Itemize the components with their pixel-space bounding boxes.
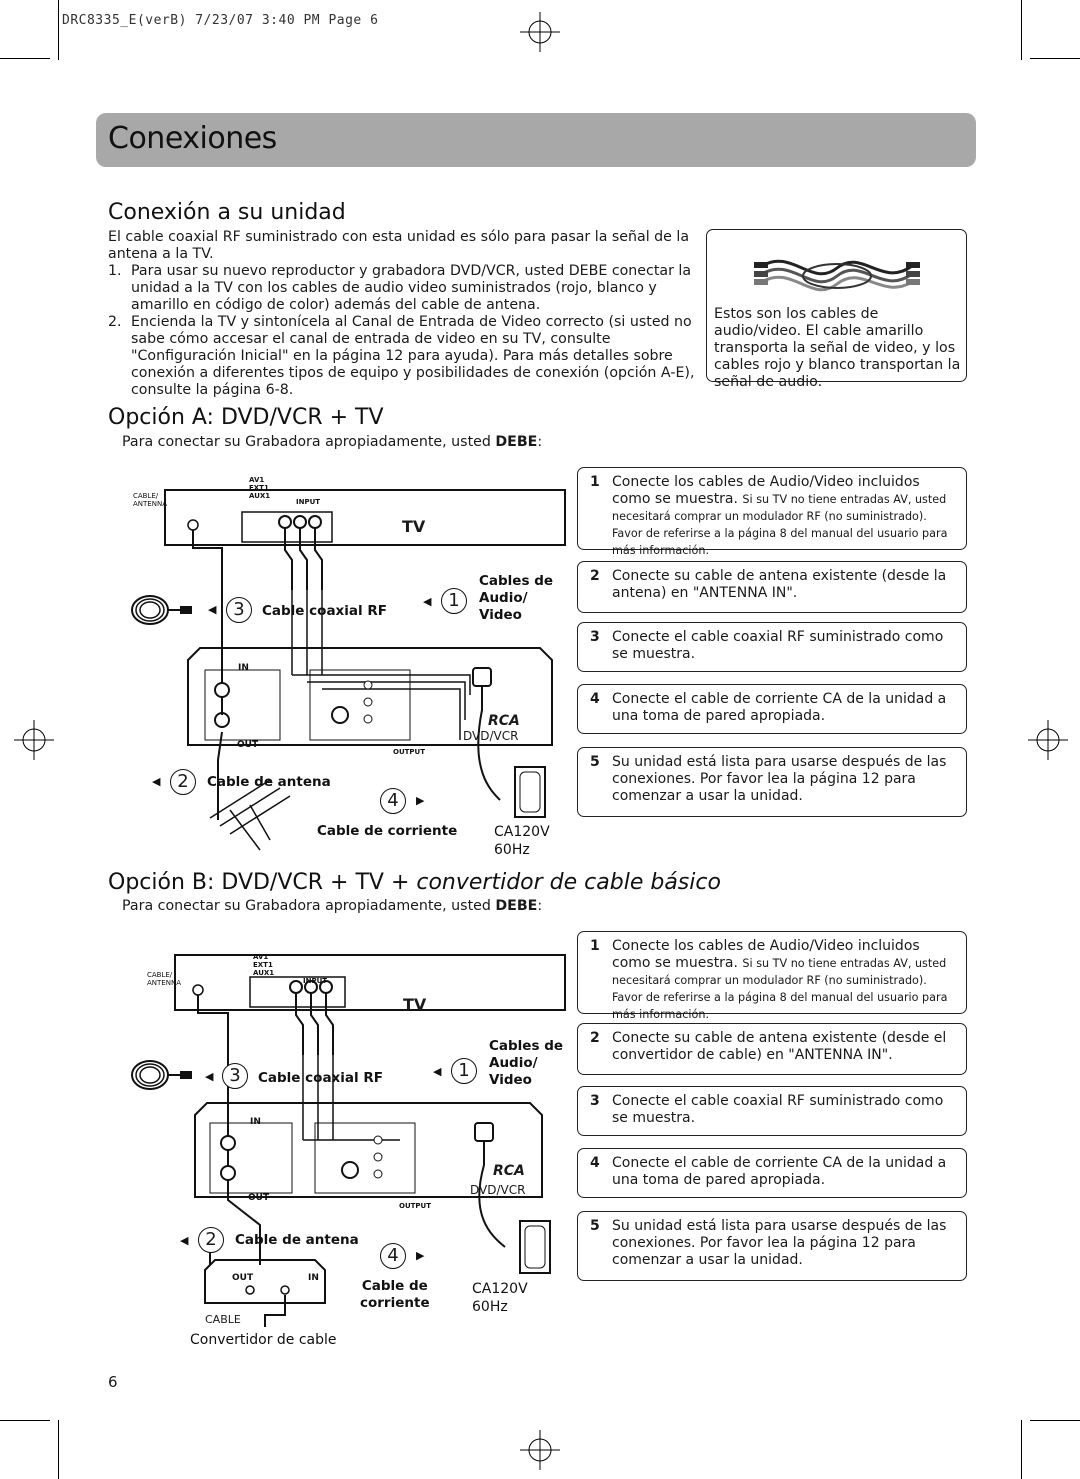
option-b-wiring <box>131 954 566 1327</box>
intro-step-2: 2.Encienda la TV y sintonícela al Canal … <box>108 314 695 398</box>
rca-logo: RCA <box>488 713 520 729</box>
step2-arrow: ◀ <box>180 1234 189 1247</box>
step2-marker: 2 <box>170 769 196 795</box>
vcr-in-label: IN <box>238 663 249 673</box>
step3-marker: 3 <box>222 1063 248 1089</box>
dvd-vcr-label: DVD/VCR <box>463 729 519 743</box>
dvd-vcr-label: DVD/VCR <box>470 1183 526 1197</box>
frequency-label: 60Hz <box>472 1299 508 1315</box>
page-number: 6 <box>108 1373 118 1391</box>
vcr-out-label: OUT <box>248 1193 270 1203</box>
vcr-in-label: IN <box>250 1117 261 1127</box>
step2-marker: 2 <box>198 1227 224 1253</box>
intro-title: Conexión a su unidad <box>108 200 346 225</box>
option-a-title: Opción A: DVD/VCR + TV <box>108 405 384 430</box>
step3-marker: 3 <box>226 597 252 623</box>
power-cord-label: Cable de corriente <box>317 823 458 839</box>
step3-arrow: ◀ <box>205 1070 214 1083</box>
intro-text: El cable coaxial RF suministrado con est… <box>108 229 690 262</box>
frequency-label: 60Hz <box>494 842 530 858</box>
vcr-output-label: OUTPUT <box>399 1202 431 1210</box>
vcr-output-label: OUTPUT <box>393 748 425 756</box>
tv-cable-antenna-label: CABLE/ANTENNA <box>133 492 167 508</box>
intro-steps: 1.Para usar su nuevo reproductor y graba… <box>108 263 696 399</box>
vcr-out-label: OUT <box>237 740 259 750</box>
tv-input-label: INPUT <box>303 977 328 985</box>
step3-label: Cable coaxial RF <box>262 603 387 619</box>
registration-mark-bottom <box>520 1430 560 1470</box>
option-a-wiring <box>131 489 566 851</box>
step2-label: Cable de antena <box>235 1232 359 1248</box>
step1-arrow: ◀ <box>423 595 432 608</box>
print-slug: DRC8335_E(verB) 7/23/07 3:40 PM Page 6 <box>62 13 379 28</box>
converter-in-label: IN <box>308 1273 319 1283</box>
converter-caption: Convertidor de cable <box>190 1332 337 1348</box>
converter-cable-label: CABLE <box>205 1313 241 1326</box>
step3-label: Cable coaxial RF <box>258 1070 383 1086</box>
voltage-label: CA120V <box>494 824 550 840</box>
converter-out-label: OUT <box>232 1273 254 1283</box>
voltage-label: CA120V <box>472 1281 528 1297</box>
step2-arrow: ◀ <box>152 775 161 788</box>
av-cables-note: Estos son los cables de audio/video. El … <box>714 306 961 390</box>
registration-mark-left <box>14 720 54 760</box>
step3-arrow: ◀ <box>208 603 217 616</box>
tv-label: TV <box>402 517 426 536</box>
tv-input-label: INPUT <box>296 498 321 506</box>
option-b-title: Opción B: DVD/VCR + TV + convertidor de … <box>108 870 721 895</box>
tv-label: TV <box>403 995 427 1014</box>
step4-marker: 4 <box>380 788 406 814</box>
section-header: Conexiones <box>96 113 976 167</box>
tv-cable-antenna-label: CABLE/ANTENNA <box>147 971 181 987</box>
step1-marker: 1 <box>441 588 467 614</box>
step4-arrow: ▶ <box>416 1249 425 1262</box>
intro-step-1: 1.Para usar su nuevo reproductor y graba… <box>108 263 692 313</box>
step4-arrow: ▶ <box>416 794 425 807</box>
page-title: Conexiones <box>108 121 277 156</box>
step1-arrow: ◀ <box>433 1065 442 1078</box>
step2-label: Cable de antena <box>207 774 331 790</box>
option-a-instruction: Para conectar su Grabadora apropiadament… <box>122 434 543 450</box>
step4-marker: 4 <box>380 1243 406 1269</box>
av-cables-box: Estos son los cables de audio/video. El … <box>706 229 967 390</box>
rca-logo: RCA <box>493 1163 525 1179</box>
option-b-instruction: Para conectar su Grabadora apropiadament… <box>122 898 543 914</box>
registration-mark-right <box>1028 720 1068 760</box>
step1-marker: 1 <box>451 1058 477 1084</box>
registration-mark-top <box>520 12 560 52</box>
av-cables-image <box>754 259 920 292</box>
